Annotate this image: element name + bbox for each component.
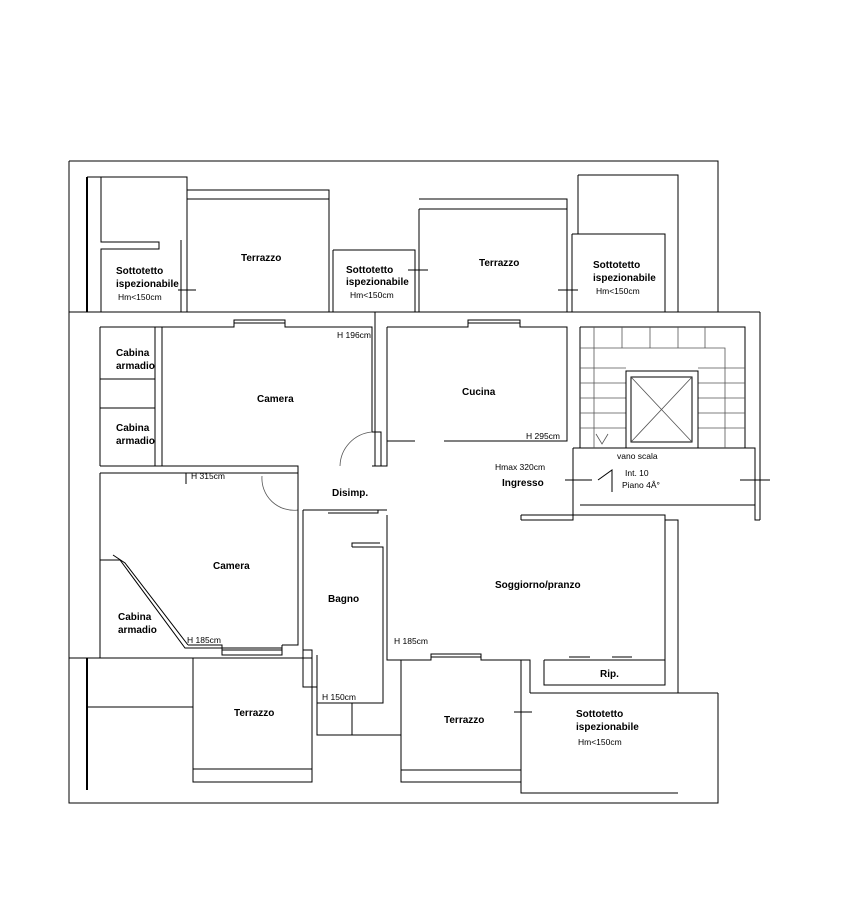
terrazzo-3-label: Terrazzo [234, 708, 274, 719]
sottotetto-4-label: Sottotetto [576, 709, 623, 720]
h150-label: H 150cm [322, 692, 356, 702]
sottotetto-2-label-2: ispezionabile [346, 277, 409, 288]
terrazzo-2-label: Terrazzo [479, 258, 519, 269]
sottotetto-3-height: Hm<150cm [596, 286, 640, 296]
top-strip-walls [86, 174, 679, 312]
camera-1-height: H 196cm [337, 330, 371, 340]
sottotetto-4-label-2: ispezionabile [576, 722, 639, 733]
bagno-label: Bagno [328, 594, 359, 605]
cucina-label: Cucina [462, 387, 496, 398]
terrazzo-1-label: Terrazzo [241, 253, 281, 264]
camera-2-label: Camera [213, 561, 250, 572]
piano-label: Piano 4Â° [622, 480, 660, 490]
sottotetto-1-label: Sottotetto [116, 266, 163, 277]
sottotetto-4-height: Hm<150cm [578, 737, 622, 747]
sottotetto-1-height: Hm<150cm [118, 292, 162, 302]
ingresso-label: Ingresso [502, 478, 544, 489]
disimp-label: Disimp. [332, 488, 368, 499]
soggiorno-label: Soggiorno/pranzo [495, 580, 581, 591]
camera-1-label: Camera [257, 394, 294, 405]
h315-label: H 315cm [191, 471, 225, 481]
vano-scala-label: vano scala [617, 451, 658, 461]
cabina-3-label: Cabina [118, 612, 152, 623]
h185-b-label: H 185cm [394, 636, 428, 646]
hmax-label: Hmax 320cm [495, 462, 545, 472]
terrazzo-4-label: Terrazzo [444, 715, 484, 726]
sottotetto-1-label-2: ispezionabile [116, 279, 179, 290]
apartment-walls [86, 312, 770, 794]
cabina-2-label-2: armadio [116, 436, 155, 447]
sottotetto-2-label: Sottotetto [346, 265, 393, 276]
cabina-1-label: Cabina [116, 348, 150, 359]
cabina-2-label: Cabina [116, 423, 150, 434]
sottotetto-2-height: Hm<150cm [350, 290, 394, 300]
h185-a-label: H 185cm [187, 635, 221, 645]
sottotetto-3-label-2: ispezionabile [593, 273, 656, 284]
cabina-1-label-2: armadio [116, 361, 155, 372]
interno-label: Int. 10 [625, 468, 649, 478]
rip-label: Rip. [600, 669, 619, 680]
cabina-3-label-2: armadio [118, 625, 157, 636]
room-labels: Sottotetto ispezionabile Hm<150cm Terraz… [116, 253, 660, 747]
sottotetto-3-label: Sottotetto [593, 260, 640, 271]
cucina-height: H 295cm [526, 431, 560, 441]
